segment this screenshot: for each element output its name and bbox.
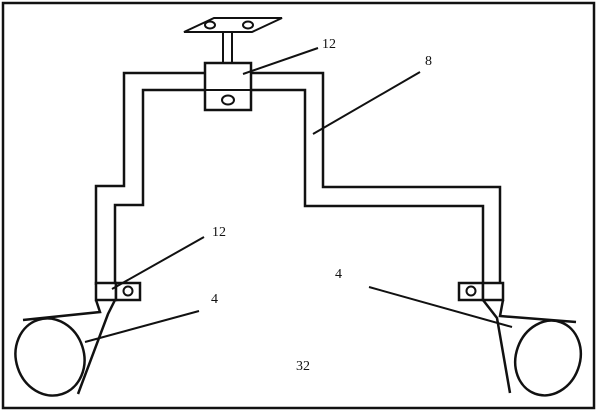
leader-top-clamp	[242, 47, 319, 75]
arm-left-inner	[113, 88, 205, 285]
label-left-lamp: 4	[211, 292, 218, 307]
mounting-plate	[183, 17, 283, 33]
frame-border	[1, 1, 596, 410]
leader-right-lamp	[368, 286, 513, 328]
left-lamp-shade	[22, 299, 117, 395]
arm-left-outer	[94, 71, 205, 285]
leader-side-clamp	[111, 236, 205, 290]
mounting-screw-left	[204, 20, 216, 30]
right-lamp-shade	[482, 299, 577, 394]
label-right-lamp: 4	[335, 267, 342, 282]
arm-right-inner	[250, 88, 485, 285]
right-side-clamp-screw	[465, 285, 477, 297]
top-clamp-block	[203, 61, 253, 112]
mounting-screw-right	[242, 20, 254, 30]
label-base: 32	[296, 359, 310, 374]
mounting-stem	[222, 31, 233, 66]
label-top-clamp: 12	[322, 37, 336, 52]
left-lamp-rim	[14, 317, 86, 397]
left-side-clamp-screw	[122, 285, 134, 297]
top-clamp-screw	[221, 94, 235, 106]
right-collar	[481, 281, 505, 302]
right-lamp-rim	[513, 319, 583, 397]
left-collar	[94, 281, 118, 302]
leader-left-lamp	[84, 310, 200, 343]
left-side-clamp	[114, 281, 142, 302]
label-side-clamp: 12	[212, 225, 226, 240]
arm-right-outer	[250, 71, 502, 285]
label-arm: 8	[425, 54, 432, 69]
leader-arm	[312, 71, 421, 135]
